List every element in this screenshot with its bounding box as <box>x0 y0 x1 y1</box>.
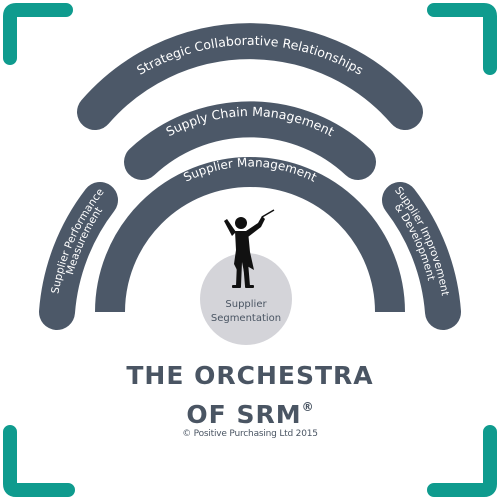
arc-supplier-performance-measurement <box>39 182 118 330</box>
arc-supplier-improvement-development <box>382 182 461 330</box>
center-label-line1: Supplier <box>225 299 267 310</box>
supplier-segmentation-circle <box>200 253 292 345</box>
title-line-2: OF SRM® <box>0 393 500 429</box>
center-label-line2: Segmentation <box>211 313 281 324</box>
corner-bracket-bottom-right <box>427 425 497 497</box>
arc-supplier-management <box>95 157 405 313</box>
corner-brackets <box>3 3 497 497</box>
copyright-notice: © Positive Purchasing Ltd 2015 <box>182 429 318 439</box>
title-line-1: THE ORCHESTRA <box>126 361 374 390</box>
title-line-2-text: OF SRM <box>186 400 302 429</box>
arc-supply-chain-management <box>124 101 376 180</box>
corner-bracket-bottom-left <box>3 425 75 497</box>
conductor-icon <box>224 209 275 288</box>
corner-bracket-top-left <box>3 3 73 65</box>
registered-mark: ® <box>301 400 314 414</box>
corner-bracket-top-right <box>427 3 497 75</box>
arc-strategic-collaborative-relationships <box>77 23 423 130</box>
